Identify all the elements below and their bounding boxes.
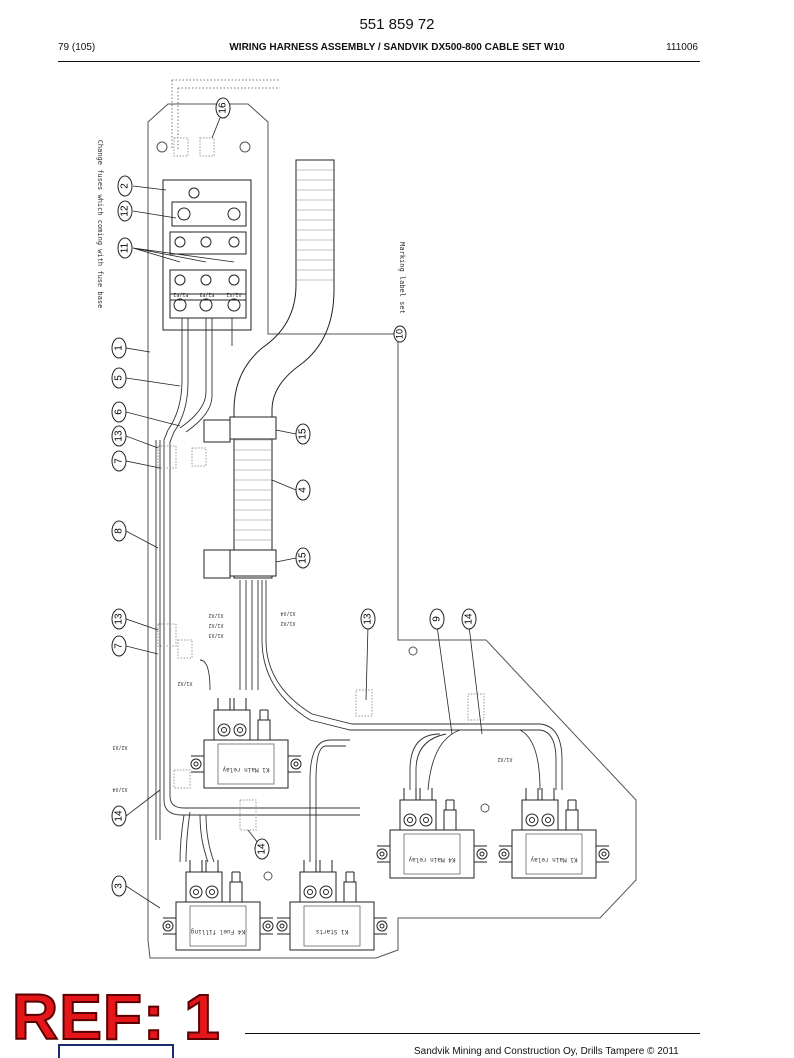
relay-label: K1 Main relay	[222, 766, 269, 773]
callout-label: 13	[114, 613, 125, 625]
callout-label: 4	[298, 487, 309, 493]
wire-tag: X1/X4	[280, 610, 295, 616]
callout-16: 16	[215, 97, 231, 119]
callout-label: 1	[114, 345, 125, 351]
callout-label: 13	[363, 613, 374, 625]
callout-label: 11	[120, 242, 131, 253]
callout-14b: 14	[461, 608, 477, 630]
callout-13: 13	[111, 425, 127, 447]
callout-label: 7	[114, 458, 125, 464]
relay-label: K4 Fuel filling	[191, 928, 246, 935]
wire-tag: X1/X2	[226, 291, 241, 297]
callout-7: 7	[111, 450, 127, 472]
callout-13c: 13	[360, 608, 376, 630]
callout-6: 6	[111, 401, 127, 423]
callout-label: 10	[394, 329, 404, 339]
callout-label: 14	[114, 810, 125, 822]
wire-tag: X1/X3	[208, 632, 223, 638]
wiring-diagram: 16 2 12 11 1 5 6 13 7 8 13 7 14 3 15 4 1…	[96, 79, 637, 959]
wire-tag: F2/F3	[199, 291, 214, 297]
callout-label: 16	[218, 102, 229, 114]
callout-label: 14	[257, 843, 268, 855]
callout-3: 3	[111, 875, 127, 897]
relay-label: K4 Main relay	[408, 856, 455, 863]
callout-label: 15	[298, 552, 309, 564]
callout-label: 8	[114, 528, 125, 534]
relay-label: K1 Main relay	[530, 856, 577, 863]
fuse-note: Change fuses which coming with fuse base	[96, 140, 104, 309]
callout-label: 7	[114, 643, 125, 649]
callout-label: 13	[114, 430, 125, 442]
wire-tag: X1/X2	[208, 612, 223, 618]
ref-stamp: REF: 1	[11, 981, 221, 1053]
footer-rule	[245, 1033, 700, 1034]
callout-label: 2	[120, 183, 131, 189]
header-rule	[58, 61, 700, 62]
callout-2: 2	[117, 175, 133, 197]
callout-label: 14	[464, 613, 475, 625]
relay-label: K1 Starts	[315, 928, 348, 935]
page-indicator: 79 (105)	[58, 42, 96, 53]
doc-number: 551 859 72	[359, 16, 435, 33]
marking-label-note: Marking label set	[398, 242, 406, 314]
callout-8: 8	[111, 520, 127, 542]
document-title: WIRING HARNESS ASSEMBLY / SANDVIK DX500-…	[229, 42, 565, 53]
callout-label: 12	[120, 205, 131, 217]
wire-tag: X1/X2	[497, 756, 512, 762]
callout-15: 15	[295, 423, 311, 445]
callout-1: 1	[111, 337, 127, 359]
callout-10: 10	[393, 325, 407, 343]
wire-tag: X1/X4	[112, 786, 127, 792]
callout-7b: 7	[111, 635, 127, 657]
document-code: 111006	[666, 42, 698, 53]
wire-tag: X1/X2	[177, 680, 192, 686]
callout-14c: 14	[254, 838, 270, 860]
callout-4: 4	[295, 479, 311, 501]
callout-15b: 15	[295, 547, 311, 569]
footer-copyright: Sandvik Mining and Construction Oy, Dril…	[414, 1046, 679, 1057]
callout-label: 15	[298, 428, 309, 440]
callout-9: 9	[429, 608, 445, 630]
callout-11: 11	[117, 237, 133, 259]
callout-5: 5	[111, 367, 127, 389]
callout-label: 5	[114, 375, 125, 381]
callout-label: 6	[114, 409, 125, 415]
sandvik-logo	[58, 1044, 174, 1058]
callout-label: 3	[114, 883, 125, 889]
callout-14: 14	[111, 805, 127, 827]
wire-tag: X1/X2	[280, 620, 295, 626]
wire-tag: X1/X2	[208, 622, 223, 628]
wire-tag: X2/X3	[112, 744, 127, 750]
callout-label: 9	[432, 616, 443, 622]
callout-12: 12	[117, 200, 133, 222]
callout-13b: 13	[111, 608, 127, 630]
wire-tag: F1/F2	[173, 291, 188, 297]
